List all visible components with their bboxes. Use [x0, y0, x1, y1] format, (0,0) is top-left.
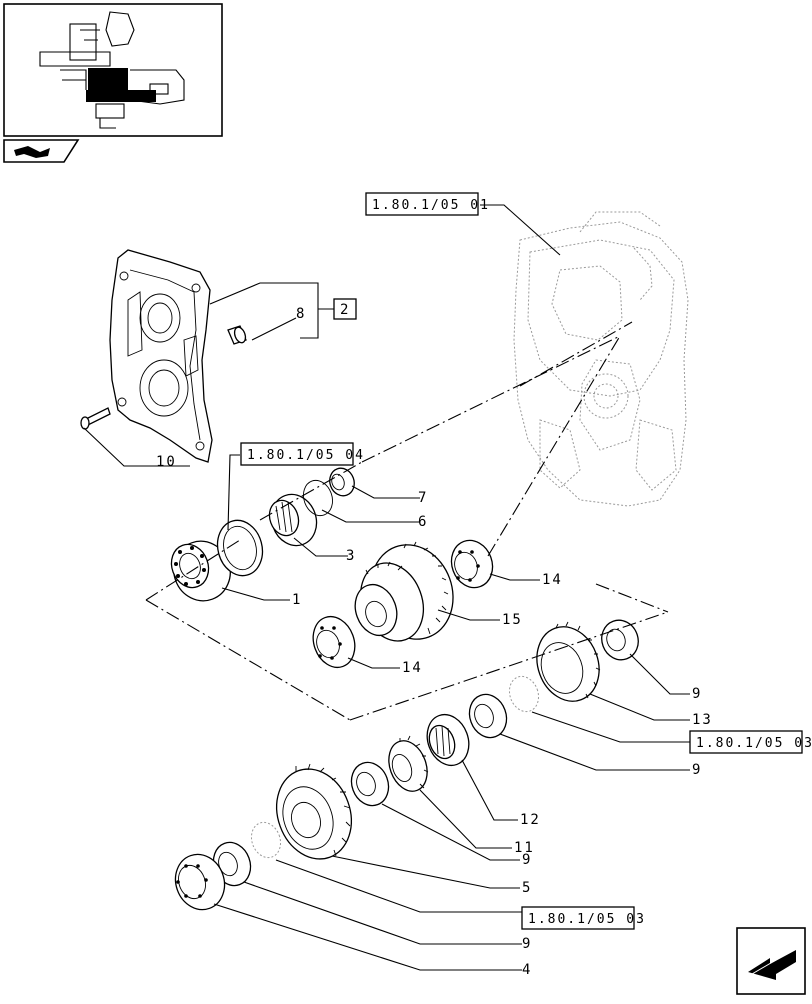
callout-15: 15: [502, 612, 523, 628]
bearing-9-b: [468, 693, 508, 739]
bearing-14-upper: [450, 539, 494, 589]
ref-box-ring-lower[interactable]: 1.80.1/05 03: [521, 906, 646, 930]
callout-11: 11: [514, 840, 535, 856]
cluster-gear-15: [354, 541, 454, 642]
callout-3: 3: [346, 548, 356, 564]
gear-13: [536, 621, 601, 702]
bearing-4: [174, 853, 226, 911]
cover-plate: [109, 249, 213, 463]
shim-ring: [216, 519, 264, 577]
snap-ring-6: [303, 479, 333, 517]
gear-11: [388, 735, 429, 792]
snap-ring-upper: [508, 675, 540, 713]
callout-9-b: 9: [692, 762, 702, 778]
callout-14-lower: 14: [402, 660, 423, 676]
dowel-pin: [227, 325, 247, 345]
arrow-left-icon: [748, 950, 796, 980]
callout-9-d: 9: [522, 936, 532, 952]
next-page-button[interactable]: [736, 927, 806, 995]
callout-7: 7: [418, 490, 428, 506]
bearing-14-lower: [312, 615, 356, 669]
callout-2: 2: [340, 302, 350, 318]
callout-4: 4: [522, 962, 532, 978]
bearing-9-c: [350, 761, 390, 807]
ref-ring-upper-label: 1.80.1/05 03: [696, 736, 812, 751]
bearing-1: [170, 540, 231, 602]
callout-10: 10: [156, 454, 177, 470]
callout-5: 5: [522, 880, 532, 896]
ref-housing-label: 1.80.1/05 01: [372, 198, 490, 213]
nav-tab: [3, 139, 80, 163]
bearing-9-a: [601, 619, 639, 661]
washer-7: [329, 467, 355, 497]
ref-ring-lower-label: 1.80.1/05 03: [528, 912, 646, 927]
callout-numbers: 8 10 7 6 3 1 14 15 14 9 13 9 12 11 9 5 9…: [156, 306, 713, 978]
ref-shim-pack-label: 1.80.1/05 04: [247, 448, 365, 463]
callout-14-upper: 14: [542, 572, 563, 588]
ref-box-ring-upper[interactable]: 1.80.1/05 03: [689, 730, 812, 754]
ref-box-housing[interactable]: 1.80.1/05 01: [365, 192, 490, 216]
overview-thumbnail: [3, 3, 223, 137]
callout-12: 12: [520, 812, 541, 828]
ref-box-shim-pack[interactable]: 1.80.1/05 04: [240, 442, 365, 466]
bolt: [80, 407, 111, 430]
callout-6: 6: [418, 514, 428, 530]
callout-9-c: 9: [522, 852, 532, 868]
roller-bearing-3: [268, 493, 318, 547]
callout-8: 8: [296, 306, 306, 322]
callout-9-a: 9: [692, 686, 702, 702]
assembly-outline: [145, 321, 669, 721]
callout-1: 1: [292, 592, 302, 608]
callout-box-2: 2: [333, 298, 357, 320]
snap-ring-lower: [250, 821, 282, 859]
roller-bearing-12: [426, 713, 470, 767]
leader-lines: [83, 204, 690, 971]
housing-ghost: [513, 211, 689, 507]
gear-5: [276, 763, 352, 860]
callout-13: 13: [692, 712, 713, 728]
